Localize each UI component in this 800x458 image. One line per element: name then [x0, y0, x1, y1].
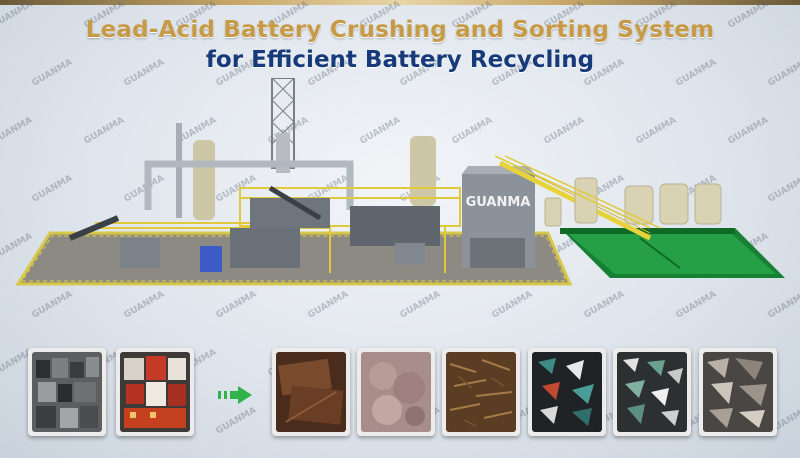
page-subtitle: for Efficient Battery Recycling [205, 47, 595, 73]
top-accent-bar [0, 0, 800, 5]
watermark-text: GUANMA [122, 289, 167, 321]
conveyor-railing [494, 155, 661, 229]
green-sorting-tank [560, 228, 785, 278]
watermark-text: GUANMA [30, 289, 75, 321]
watermark-text: GUANMA [582, 289, 627, 321]
watermark-text: GUANMA [306, 289, 351, 321]
page-title: Lead-Acid Battery Crushing and Sorting S… [85, 17, 715, 43]
watermark-text: GUANMA [490, 289, 535, 321]
guanma-separator-machine [462, 166, 535, 268]
material-thumbnail-strip [0, 348, 800, 448]
machine-brand-label: GUANMA [466, 195, 531, 210]
process-arrow-icon [218, 386, 252, 404]
storage-tanks [544, 177, 722, 227]
recycling-plant-illustration: GUANMA [15, 78, 785, 286]
crushing-machinery [120, 198, 440, 272]
scrap-battery-crates-thumb [116, 348, 194, 436]
abs-plastic-chips-thumb [528, 348, 606, 436]
watermark-text: GUANMA [674, 289, 719, 321]
watermark-text: GUANMA [214, 289, 259, 321]
lead-paste-thumb [357, 348, 435, 436]
watermark-text: GUANMA [398, 289, 443, 321]
pp-plastic-chips-thumb [613, 348, 691, 436]
metal-flakes-thumb [699, 348, 777, 436]
exhaust-chimney [271, 78, 295, 173]
lead-grid-thumb [272, 348, 350, 436]
watermark-text: GUANMA [766, 289, 800, 321]
plastic-fibers-thumb [442, 348, 520, 436]
waste-battery-pile-thumb [28, 348, 106, 436]
